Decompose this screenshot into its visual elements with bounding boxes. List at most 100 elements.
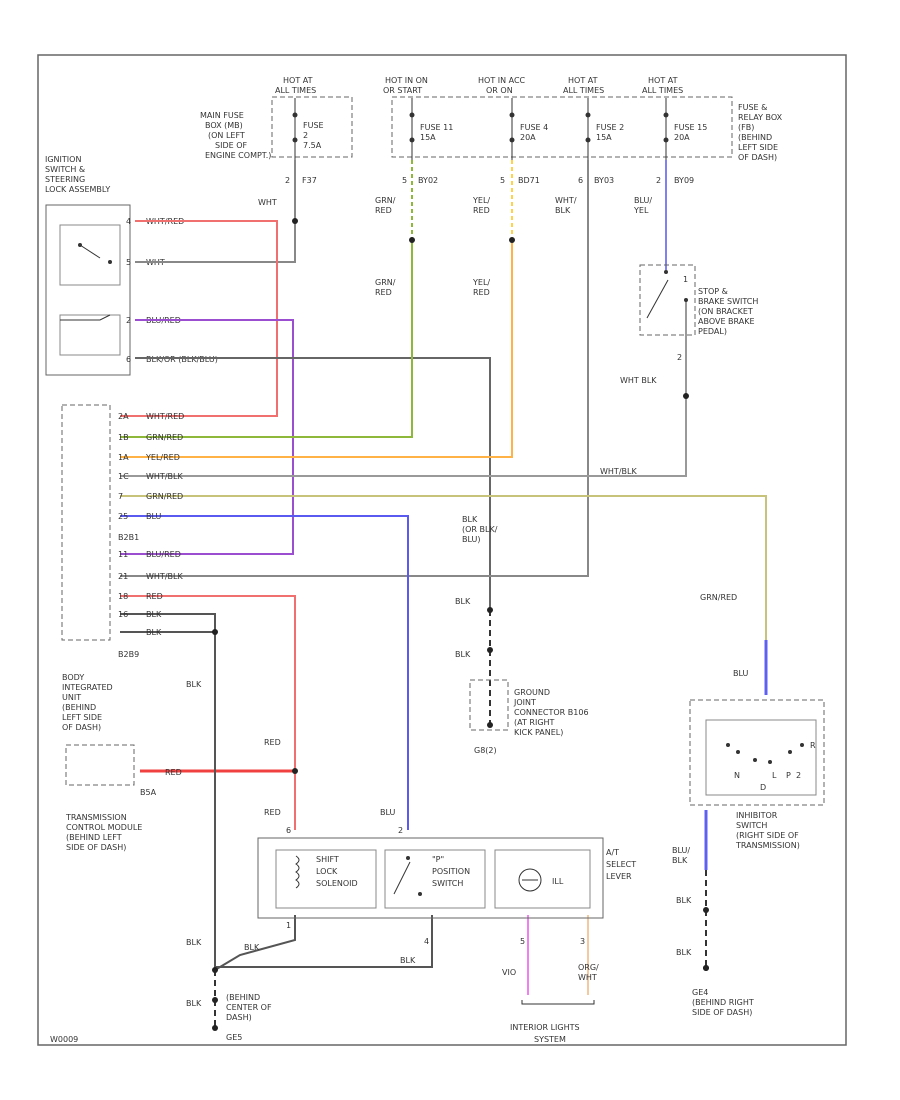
- inhibitor-box: [689, 699, 825, 806]
- svg-text:ORG/: ORG/: [578, 963, 599, 972]
- svg-text:WHT/: WHT/: [555, 196, 577, 205]
- svg-text:OR START: OR START: [383, 86, 422, 95]
- svg-text:SELECT: SELECT: [606, 860, 636, 869]
- ground-pin-label: G8(2): [474, 746, 497, 755]
- svg-text:1A: 1A: [118, 453, 129, 462]
- fuse-relay-box-label: FUSE & RELAY BOX (FB) (BEHIND LEFT SIDE …: [738, 103, 783, 162]
- svg-text:16: 16: [118, 610, 128, 619]
- svg-text:JOINT: JOINT: [513, 698, 536, 707]
- fuse-1: FUSE 2 7.5A: [292, 98, 324, 160]
- svg-text:BLK: BLK: [555, 206, 571, 215]
- svg-text:LEFT SIDE: LEFT SIDE: [738, 143, 778, 152]
- svg-text:GROUND: GROUND: [514, 688, 550, 697]
- ground-right-icon: [703, 965, 709, 971]
- svg-text:FUSE 2: FUSE 2: [596, 123, 624, 132]
- svg-text:BODY: BODY: [62, 673, 84, 682]
- svg-text:N: N: [734, 771, 740, 780]
- wire-orange: [120, 240, 513, 458]
- svg-text:FUSE 15: FUSE 15: [674, 123, 707, 132]
- svg-text:1C: 1C: [118, 472, 129, 481]
- inhibitor-letters: N D P R 2 L: [734, 741, 816, 792]
- svg-text:ALL TIMES: ALL TIMES: [642, 86, 683, 95]
- ignition-pins: 4 5 2 6: [126, 217, 131, 364]
- svg-text:ALL TIMES: ALL TIMES: [275, 86, 316, 95]
- wire-blk-sel: [214, 915, 296, 971]
- svg-text:BY03: BY03: [594, 176, 614, 185]
- wires: [120, 160, 768, 1028]
- red-label-1: RED: [165, 768, 182, 777]
- svg-text:(FB): (FB): [738, 123, 754, 132]
- bcm-connector-b: B2B9: [118, 650, 139, 659]
- main-fuse-box-label: MAIN FUSE BOX (MB) (ON LEFT SIDE OF ENGI…: [200, 111, 271, 160]
- svg-text:RED: RED: [146, 592, 163, 601]
- svg-text:2: 2: [398, 826, 403, 835]
- blk-select-label-1: BLK: [244, 943, 260, 952]
- svg-text:FUSE: FUSE: [303, 121, 324, 130]
- ground-joint-label: GROUND JOINT CONNECTOR B106 (AT RIGHT KI…: [513, 688, 589, 737]
- blu-select-label: BLU: [380, 808, 396, 817]
- svg-text:RED: RED: [473, 206, 490, 215]
- svg-text:5: 5: [126, 258, 131, 267]
- wire-blu-p: [120, 515, 409, 830]
- svg-text:HOT AT: HOT AT: [283, 76, 313, 85]
- svg-text:2: 2: [285, 176, 290, 185]
- svg-text:TRANSMISSION: TRANSMISSION: [65, 813, 127, 822]
- svg-text:RED: RED: [473, 288, 490, 297]
- diagram-frame: [37, 54, 847, 1046]
- svg-text:RED: RED: [375, 288, 392, 297]
- svg-text:MAIN FUSE: MAIN FUSE: [200, 111, 244, 120]
- svg-text:PEDAL): PEDAL): [698, 327, 727, 336]
- svg-text:BOX (MB): BOX (MB): [205, 121, 243, 130]
- svg-text:CONNECTOR B106: CONNECTOR B106: [514, 708, 589, 717]
- svg-text:BLU/RED: BLU/RED: [146, 550, 181, 559]
- bcm-label: BODY INTEGRATED UNIT (BEHIND LEFT SIDE O…: [62, 673, 113, 732]
- blk-label-2: BLK: [455, 650, 471, 659]
- svg-text:YEL/RED: YEL/RED: [145, 453, 180, 462]
- ignition-switch-box: [45, 204, 131, 376]
- svg-text:(ON BRACKET: (ON BRACKET: [698, 307, 753, 316]
- svg-text:BY02: BY02: [418, 176, 438, 185]
- svg-text:"P": "P": [432, 855, 444, 864]
- svg-text:(OR BLK/: (OR BLK/: [462, 525, 498, 534]
- wire-wht-blk: [120, 160, 589, 577]
- solenoid-coil-icon: [295, 855, 300, 889]
- blk-label-1: BLK: [455, 597, 471, 606]
- stop-pin-1: 1: [683, 275, 688, 284]
- svg-text:IGNITION: IGNITION: [45, 155, 81, 164]
- svg-text:YEL/: YEL/: [472, 278, 490, 287]
- svg-text:1: 1: [286, 921, 291, 930]
- svg-text:7.5A: 7.5A: [303, 141, 322, 150]
- svg-text:2: 2: [796, 771, 801, 780]
- blk-or-blu-right-label: BLK (OR BLK/ BLU): [462, 515, 498, 544]
- svg-text:BLK: BLK: [672, 856, 688, 865]
- power-source-1: HOT AT ALL TIMES: [275, 76, 316, 95]
- wire-stop-out: [120, 300, 687, 477]
- blk-left-label-1: BLK: [186, 680, 202, 689]
- fuse-4: FUSE 4 20A: [509, 98, 548, 160]
- red-label-3: RED: [264, 808, 281, 817]
- interior-lights-label: INTERIOR LIGHTS SYSTEM: [510, 1023, 580, 1044]
- svg-text:BD71: BD71: [518, 176, 540, 185]
- blk-left-label-3: BLK: [186, 999, 202, 1008]
- svg-text:3: 3: [580, 937, 585, 946]
- svg-text:6: 6: [126, 355, 131, 364]
- wht-blk-long-label: WHT/BLK: [600, 467, 637, 476]
- svg-text:WHT/BLK: WHT/BLK: [146, 572, 183, 581]
- wire-blk-sel-2: [215, 915, 433, 968]
- svg-text:POSITION: POSITION: [432, 867, 470, 876]
- svg-text:LEFT SIDE: LEFT SIDE: [62, 713, 102, 722]
- power-source-4: HOT AT ALL TIMES: [563, 76, 604, 95]
- fuse-wire-labels: GRN/RED YEL/RED WHT/BLK BLU/YEL GRN/RED …: [375, 196, 652, 297]
- interior-lights-bracket: [521, 1000, 595, 1005]
- wire-grn-red-2: [120, 240, 413, 438]
- svg-text:GE4: GE4: [692, 988, 708, 997]
- svg-text:20A: 20A: [520, 133, 536, 142]
- svg-text:(RIGHT SIDE OF: (RIGHT SIDE OF: [736, 831, 799, 840]
- svg-text:HOT AT: HOT AT: [648, 76, 678, 85]
- fuse-relay-box-outline: [391, 96, 733, 158]
- blu-right-label: BLU: [733, 669, 749, 678]
- svg-text:BLK: BLK: [146, 628, 162, 637]
- ignition-inner-switch: [59, 224, 121, 286]
- wire-wht-red: [120, 220, 278, 417]
